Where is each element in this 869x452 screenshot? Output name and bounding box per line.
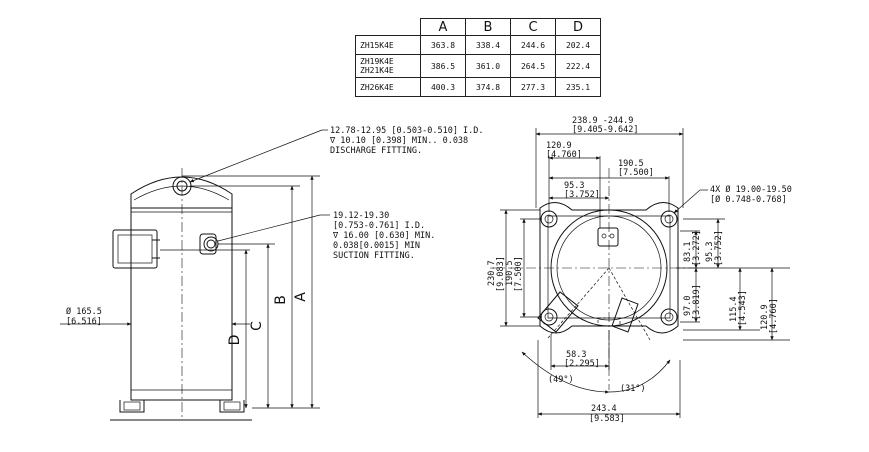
holes-note-line-2: [Ø 0.748-0.768]: [710, 194, 787, 205]
plan-discharge-fitting: [597, 227, 619, 247]
dim-letter-c: C: [249, 321, 265, 331]
hole-bore: [544, 214, 554, 224]
dim-95-3: 95.3: [564, 181, 584, 191]
angle-arc-49: [521, 351, 610, 394]
diameter-label: Ø 165.5: [66, 306, 102, 317]
dim-120-9-inches: [4.760]: [546, 150, 582, 160]
holes-note-line-1: 4X Ø 19.00-19.50: [710, 184, 792, 195]
dim-bottom-243-4: 243.4: [591, 404, 617, 414]
base-plate: [539, 202, 679, 334]
dim-right-97-0: 97.0: [683, 296, 693, 316]
plan-view: 238.9 -244.9 [9.405-9.642] 120.9 [4.760]…: [487, 116, 792, 424]
suction-note-line-5: SUCTION FITTING.: [333, 251, 415, 261]
dim-190-5-inches: [7.500]: [618, 168, 654, 178]
hole-bore: [664, 312, 674, 322]
dim-letter-d: D: [227, 335, 243, 346]
angle-ray-49: [547, 267, 610, 339]
dim-right-115-4: 115.4: [729, 296, 739, 322]
dim-right-120-9-inches: [4.760]: [769, 298, 779, 334]
suction-note-line-3: ∇ 16.00 [0.630] MIN.: [332, 231, 435, 241]
hole-bore: [544, 312, 554, 322]
value-cell: 202.4: [555, 35, 601, 55]
diameter-label-inches: [6.516]: [66, 317, 102, 327]
dim-right-83-1-inches: [3.272]: [692, 230, 702, 266]
dim-left-230-7: 230.7: [487, 260, 497, 286]
terminal-box: [112, 229, 158, 269]
dim-right-95-3: 95.3: [705, 242, 715, 262]
discharge-fitting-bore: [176, 180, 188, 192]
plan-hidden-feature: [597, 317, 621, 327]
discharge-note-line-2: ∇ 10.10 [0.398] MIN.. 0.038: [329, 136, 468, 146]
dim-right-120-9: 120.9: [760, 304, 770, 330]
dim-right-115-4-inches: [4.543]: [738, 290, 748, 326]
dim-left-190-5-inches: [7.500]: [514, 256, 524, 292]
dim-left-230-7-inches: [9.083]: [496, 256, 506, 292]
compressor-top-dome: [130, 176, 233, 208]
suction-note-line-1: 19.12-19.30: [333, 211, 389, 221]
dim-right-95-3-inches: [3.752]: [714, 230, 724, 266]
dimension-table: A B C D ZH15K4E 363.8 338.4 244.6 202.4 …: [355, 18, 601, 97]
discharge-note-line-1: 12.78-12.95 [0.503-0.510] I.D.: [330, 126, 484, 136]
shell-inner-circle: [556, 215, 662, 321]
value-cell: 361.0: [465, 54, 511, 78]
angle-arc-31: [608, 359, 671, 393]
suction-note-line-2: [0.753-0.761] I.D.: [333, 221, 425, 231]
mounting-hole-bottom-right: [660, 308, 678, 326]
suction-fitting-bore: [206, 239, 216, 249]
dim-left-190-5: 190.5: [505, 260, 515, 286]
hole-bore: [664, 214, 674, 224]
dim-letter-b: B: [273, 295, 289, 305]
dim-width-top: 238.9 -244.9: [572, 116, 633, 126]
value-cell: 235.1: [555, 77, 601, 97]
mounting-foot-right: [219, 400, 245, 413]
plan-suction-fitting: [611, 297, 639, 333]
holes-leader: [673, 189, 701, 214]
dim-190-5: 190.5: [618, 159, 644, 169]
plan-fitting-pin: [609, 233, 615, 239]
angle-ray-31: [608, 267, 651, 341]
dim-right-97-0-inches: [3.819]: [692, 284, 702, 320]
discharge-leader: [189, 129, 323, 183]
suction-note-line-4: 0.038[0.0015] MIN: [333, 241, 420, 251]
angle-49: (49°): [548, 375, 574, 385]
base-plate-inner: [547, 215, 671, 319]
side-view: 12.78-12.95 [0.503-0.510] I.D. ∇ 10.10 […: [60, 126, 484, 421]
grommet-left: [123, 401, 141, 411]
table-row: ZH15K4E 363.8 338.4 244.6 202.4: [355, 35, 601, 55]
mounting-hole-top-right: [660, 210, 678, 228]
suction-leader: [217, 214, 321, 242]
plan-terminal-box: [537, 291, 579, 333]
dim-bottom-243-4-inches: [9.583]: [589, 414, 625, 424]
table-row: ZH19K4E ZH21K4E 386.5 361.0 264.5 222.4: [355, 54, 601, 78]
compressor-shell: [130, 207, 233, 401]
dim-120-9: 120.9: [546, 141, 572, 151]
suction-fitting-body: [199, 233, 217, 255]
dim-width-top-inches: [9.405-9.642]: [572, 125, 639, 135]
mounting-hole-top-left: [540, 210, 558, 228]
model-cell: ZH19K4E ZH21K4E: [355, 54, 421, 78]
dome-seam: [133, 185, 230, 201]
dim-95-3-inches: [3.752]: [564, 190, 600, 200]
mounting-foot-left: [119, 400, 145, 413]
dim-right-83-1: 83.1: [683, 242, 693, 262]
plan-fitting-pin: [601, 233, 607, 239]
dim-58-3-inches: [2.295]: [564, 359, 600, 369]
angle-31: (31°): [620, 384, 646, 394]
discharge-note-line-3: DISCHARGE FITTING.: [330, 146, 422, 156]
table-header-row: A B C D: [355, 18, 601, 36]
grommet-right: [223, 401, 241, 411]
table-row: ZH26K4E 400.3 374.8 277.3 235.1: [355, 77, 601, 97]
dim-letter-a: A: [293, 292, 309, 302]
terminal-box-cover: [117, 234, 153, 264]
